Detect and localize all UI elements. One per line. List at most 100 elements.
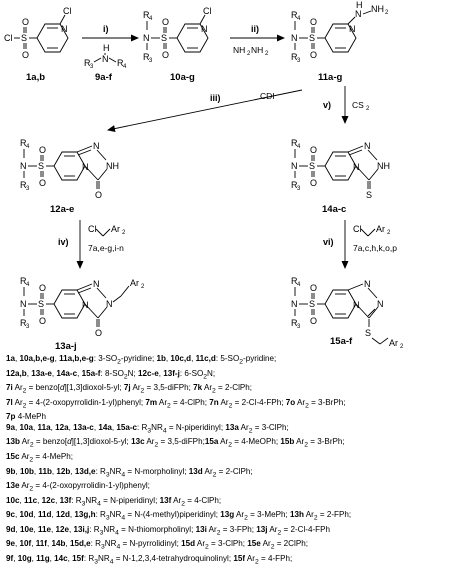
svg-text:R: R bbox=[20, 180, 27, 190]
svg-text:S: S bbox=[366, 190, 372, 200]
svg-text:N: N bbox=[82, 162, 89, 172]
svg-text:NH: NH bbox=[377, 161, 390, 171]
svg-text:R: R bbox=[20, 318, 27, 328]
legend-line: 13b Ar2 = benzo[d][1,3]dioxol-5-yl; 13c … bbox=[6, 437, 345, 450]
svg-text:NH: NH bbox=[233, 45, 245, 55]
legend-line: 9d, 10e, 11e, 12e, 13i,j: R3NR4 = N-thio… bbox=[6, 524, 331, 537]
svg-text:N: N bbox=[291, 161, 298, 171]
legend-line: 9b, 10b, 11b, 12b, 13d,e: R3NR4 = N-morp… bbox=[6, 466, 253, 479]
svg-text:R: R bbox=[291, 276, 298, 286]
legend-line: 9a, 10a, 11a, 12a, 13a-c, 14a, 15a-c: R3… bbox=[6, 422, 289, 435]
svg-text:S: S bbox=[365, 328, 371, 338]
svg-text:O: O bbox=[39, 178, 46, 188]
svg-text:4: 4 bbox=[297, 282, 301, 288]
svg-text:N: N bbox=[106, 299, 113, 309]
svg-text:Ar: Ar bbox=[130, 278, 139, 288]
label-15af: 15a-f bbox=[330, 336, 353, 347]
svg-text:N: N bbox=[291, 299, 298, 309]
compound-15af: R 4 N R 3 S O O N N N S Ar 2 15a-f bbox=[291, 276, 404, 350]
svg-text:O: O bbox=[39, 283, 46, 293]
legend-line: 12a,b, 13a-e, 14a-c, 15a-f: 8-SO2N; 12c-… bbox=[6, 368, 216, 381]
svg-text:R: R bbox=[20, 138, 27, 148]
svg-text:S: S bbox=[161, 33, 167, 43]
svg-text:Cl: Cl bbox=[353, 224, 362, 234]
svg-text:4: 4 bbox=[26, 282, 30, 288]
svg-text:N: N bbox=[353, 162, 360, 172]
svg-text:N: N bbox=[377, 299, 384, 309]
arrow-step-iii bbox=[107, 89, 303, 133]
svg-text:3: 3 bbox=[90, 64, 94, 70]
svg-text:Cl: Cl bbox=[63, 6, 72, 16]
svg-text:4: 4 bbox=[149, 16, 153, 22]
legend-line: 9e, 10f, 11f, 14b, 15d,e: R3NR4 = N-pyrr… bbox=[6, 539, 308, 551]
legend-line: 15c Ar2 = 4-MePh; bbox=[6, 452, 74, 464]
svg-text:R: R bbox=[291, 138, 298, 148]
svg-text:N: N bbox=[93, 279, 100, 289]
svg-text:S: S bbox=[309, 299, 315, 309]
svg-text:R: R bbox=[84, 58, 91, 68]
svg-text:N: N bbox=[82, 300, 89, 310]
svg-text:2: 2 bbox=[247, 51, 251, 57]
step-iii-label: iii) bbox=[210, 93, 221, 103]
svg-text:O: O bbox=[39, 316, 46, 326]
reaction-scheme: Cl S O O N Cl 1a,b i) R 3 N H R 4 9a-f R… bbox=[4, 0, 404, 352]
svg-text:O: O bbox=[310, 283, 317, 293]
step-iv-label: iv) bbox=[58, 237, 69, 247]
legend-line: 13e Ar2 = 4-(2-oxopyrrolidin-1-yl)phenyl… bbox=[6, 481, 150, 493]
svg-text:R: R bbox=[143, 10, 150, 20]
svg-text:Cl: Cl bbox=[203, 6, 212, 16]
alkyl-chloride-reagent-vi: Cl Ar 2 7a,c,h,k,o,p bbox=[353, 224, 397, 253]
compound-10ag: R 4 N R 3 S O O N Cl 10a-g bbox=[143, 6, 212, 83]
legend-line: 9f, 10g, 11g, 14c, 15f: R3NR4 = N-1,2,3,… bbox=[6, 553, 293, 566]
svg-text:3: 3 bbox=[297, 186, 301, 192]
svg-text:CS: CS bbox=[352, 100, 364, 110]
svg-text:R: R bbox=[20, 276, 27, 286]
svg-text:O: O bbox=[162, 50, 169, 60]
label-14ac: 14a-c bbox=[322, 204, 346, 215]
legend-line: 7l Ar2 = 4-(2-oxopyrrolidin-1-yl)phenyl;… bbox=[6, 397, 346, 410]
svg-text:Ar: Ar bbox=[376, 224, 385, 234]
svg-text:O: O bbox=[22, 50, 29, 60]
hydrazine-reagent: NH 2 NH 2 bbox=[233, 45, 269, 57]
label-11ag: 11a-g bbox=[318, 72, 342, 83]
svg-text:Cl: Cl bbox=[4, 33, 13, 43]
step-ii-label: ii) bbox=[251, 24, 259, 34]
svg-text:N: N bbox=[20, 161, 27, 171]
legend-line: 10c, 11c, 12c, 13f: R3NR4 = N-piperidiny… bbox=[6, 495, 222, 508]
svg-text:N: N bbox=[349, 24, 356, 34]
legend-line: 7p 4-MePh bbox=[6, 412, 47, 422]
step-i-label: i) bbox=[103, 24, 109, 34]
label-9af: 9a-f bbox=[95, 72, 113, 83]
svg-text:NH: NH bbox=[106, 161, 119, 171]
svg-text:N: N bbox=[355, 9, 362, 19]
step-vi-reagent-label: 7a,c,h,k,o,p bbox=[353, 243, 397, 253]
svg-text:4: 4 bbox=[297, 16, 301, 22]
step-v-label: v) bbox=[323, 100, 331, 110]
svg-text:R: R bbox=[117, 58, 124, 68]
svg-text:N: N bbox=[102, 54, 109, 64]
svg-text:O: O bbox=[162, 17, 169, 27]
svg-text:Cl: Cl bbox=[88, 224, 97, 234]
svg-text:NH: NH bbox=[371, 4, 384, 14]
svg-text:S: S bbox=[309, 33, 315, 43]
compound-12ae: R 4 N R 3 S O O N NH N O 12a-e bbox=[20, 138, 119, 215]
svg-text:O: O bbox=[95, 328, 102, 338]
svg-text:O: O bbox=[95, 190, 102, 200]
svg-text:N: N bbox=[201, 24, 208, 34]
svg-text:2: 2 bbox=[400, 344, 404, 350]
svg-text:2: 2 bbox=[141, 284, 145, 290]
label-1ab: 1a,b bbox=[26, 72, 45, 83]
svg-text:3: 3 bbox=[297, 324, 301, 330]
svg-text:2: 2 bbox=[366, 106, 370, 112]
svg-text:H: H bbox=[103, 43, 110, 53]
svg-text:N: N bbox=[61, 24, 68, 34]
legend-line: 7i Ar2 = benzo[d][1,3]dioxol-5-yl; 7j Ar… bbox=[6, 383, 253, 395]
alkyl-chloride-reagent-iv: Cl Ar 2 7a,e-g,i-n bbox=[88, 224, 126, 253]
amine-9af: R 3 N H R 4 9a-f bbox=[84, 43, 127, 83]
svg-text:2: 2 bbox=[122, 230, 126, 236]
label-10ag: 10a-g bbox=[170, 72, 195, 83]
svg-text:O: O bbox=[310, 145, 317, 155]
svg-text:3: 3 bbox=[26, 324, 30, 330]
label-13aj: 13a-j bbox=[55, 341, 77, 352]
svg-text:N: N bbox=[20, 299, 27, 309]
